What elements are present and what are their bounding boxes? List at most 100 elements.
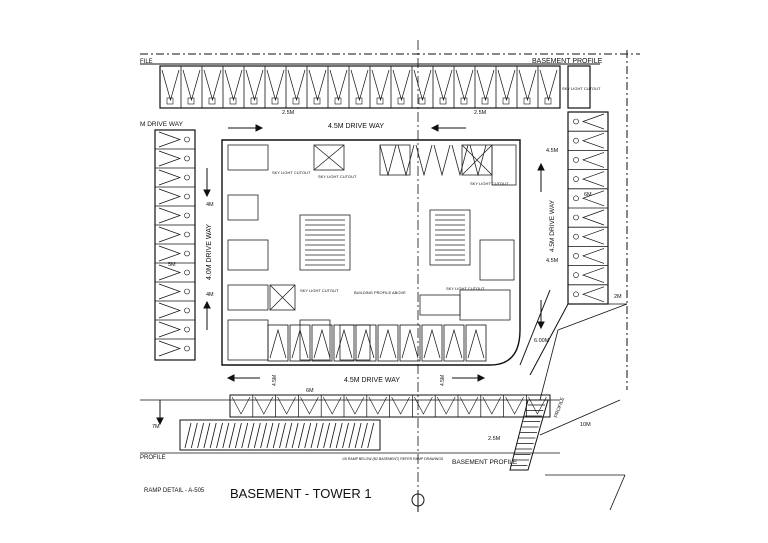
right-ramp-hatch bbox=[510, 404, 545, 466]
column-mark bbox=[229, 97, 237, 105]
ramp-hatch-line bbox=[253, 422, 261, 449]
column-mark bbox=[573, 176, 579, 182]
arrow-left-top bbox=[430, 124, 466, 132]
column-mark bbox=[184, 326, 190, 333]
column-mark bbox=[184, 269, 190, 276]
column-mark bbox=[523, 97, 531, 105]
column-mark bbox=[184, 136, 190, 143]
bay-mark bbox=[581, 132, 605, 149]
ramp-hatch-line bbox=[298, 422, 305, 449]
bay-mark bbox=[329, 69, 348, 102]
column-mark bbox=[292, 97, 300, 105]
bay-mark bbox=[455, 69, 474, 102]
core-bottom-bays bbox=[267, 324, 487, 362]
bay-mark bbox=[158, 245, 182, 262]
arrow-right-top bbox=[228, 124, 264, 132]
left-parking-column bbox=[154, 129, 196, 361]
building-core-detail bbox=[227, 144, 517, 361]
ramp-note-text: 1/5 RAMP BELOW (B2 BASEMENT) REFER RAMP … bbox=[342, 457, 444, 461]
bay-mark bbox=[476, 69, 495, 102]
core-bottom-bay-mark bbox=[335, 328, 353, 359]
column-mark bbox=[250, 97, 258, 105]
dim-bottom-6m: 6M bbox=[306, 388, 314, 394]
room bbox=[269, 284, 296, 311]
column-mark bbox=[573, 214, 579, 221]
right-ramp bbox=[509, 399, 549, 471]
bay-mark bbox=[158, 131, 182, 148]
column-mark bbox=[355, 97, 363, 105]
bay-mark bbox=[391, 396, 410, 415]
core-bay-mark bbox=[415, 144, 433, 177]
bay-mark bbox=[245, 69, 264, 102]
dim-right-2m: 2M bbox=[614, 294, 622, 300]
dim-left-4mb: 4M bbox=[206, 292, 214, 298]
ramp-hatch-line bbox=[367, 422, 375, 449]
sky-light-label-3: SKY LIGHT CUTOUT bbox=[470, 181, 509, 186]
bay-mark bbox=[158, 226, 182, 243]
ramp-hatch-line bbox=[203, 422, 211, 449]
ramp-hatch-line bbox=[323, 422, 330, 449]
bay-mark bbox=[224, 69, 243, 102]
ramp-hatch-line bbox=[310, 422, 318, 449]
ramp-hatch-line bbox=[266, 422, 274, 449]
ramp-hatch-line bbox=[348, 422, 356, 449]
column-mark bbox=[502, 97, 510, 105]
core-bottom-bay bbox=[311, 324, 333, 362]
arrow-right-bottom bbox=[452, 374, 486, 382]
dim-right-45b: 4.5M bbox=[546, 258, 559, 264]
drive-way-left-vertical-label: 4.0M DRIVE WAY bbox=[206, 224, 213, 280]
core-bay-mark bbox=[469, 144, 487, 177]
room bbox=[459, 289, 511, 321]
column-mark bbox=[184, 212, 190, 219]
ramp-hatch-line bbox=[190, 422, 198, 449]
bay-mark bbox=[581, 267, 605, 283]
ramp-hatch-line bbox=[197, 422, 204, 449]
dim-right-10m: 10M bbox=[580, 422, 591, 428]
core-bottom-bay bbox=[289, 324, 311, 362]
bay-mark bbox=[158, 302, 182, 319]
bay-mark bbox=[158, 188, 182, 205]
bay-mark bbox=[414, 396, 433, 415]
sky-light-label-4: SKY LIGHT CUTOUT bbox=[300, 288, 339, 293]
column-mark bbox=[184, 345, 190, 352]
column-mark bbox=[334, 97, 342, 105]
dim-ramp-6m: 6.00M bbox=[534, 338, 550, 344]
core-bay-mark bbox=[451, 144, 469, 177]
bay-mark bbox=[497, 69, 516, 102]
core-bottom-bay bbox=[421, 324, 443, 362]
bay-mark bbox=[308, 69, 327, 102]
ramp-hatch bbox=[184, 422, 375, 449]
basement-profile-top-label: BASEMENT PROFILE bbox=[532, 58, 603, 65]
core-bottom-bay-mark bbox=[379, 328, 397, 359]
core-bottom-bay-mark bbox=[445, 328, 463, 359]
dim-left-5m: 5M bbox=[168, 262, 176, 268]
column-mark bbox=[376, 97, 384, 105]
ramp-hatch-line bbox=[329, 422, 337, 449]
column-mark bbox=[544, 97, 552, 105]
room bbox=[227, 239, 269, 271]
core-bottom-bay bbox=[443, 324, 465, 362]
bay-mark bbox=[158, 150, 182, 167]
ramp-hatch-line bbox=[216, 422, 223, 449]
bay-mark bbox=[581, 190, 605, 207]
bay-mark bbox=[158, 207, 182, 224]
drive-way-left-top-label: M DRIVE WAY bbox=[140, 121, 184, 128]
top-parking-bays bbox=[159, 66, 558, 108]
bay-mark bbox=[368, 396, 388, 415]
bay-mark bbox=[518, 69, 537, 102]
ramp-hatch-line bbox=[260, 422, 267, 449]
column-mark bbox=[573, 253, 579, 259]
column-mark bbox=[418, 97, 426, 105]
column-mark bbox=[184, 193, 190, 200]
column-mark bbox=[481, 97, 489, 105]
column-mark bbox=[208, 97, 216, 105]
ramp-hatch-line bbox=[228, 422, 236, 449]
ramp-hatch-line bbox=[209, 422, 217, 449]
sky-light-label-1: SKY LIGHT CUTOUT bbox=[272, 170, 311, 175]
core-bay-mark bbox=[397, 144, 415, 177]
bay-mark bbox=[158, 283, 182, 300]
core-bottom-bay-mark bbox=[291, 328, 309, 359]
bay-mark bbox=[581, 152, 605, 168]
boundary-line-right-corner bbox=[609, 474, 626, 511]
